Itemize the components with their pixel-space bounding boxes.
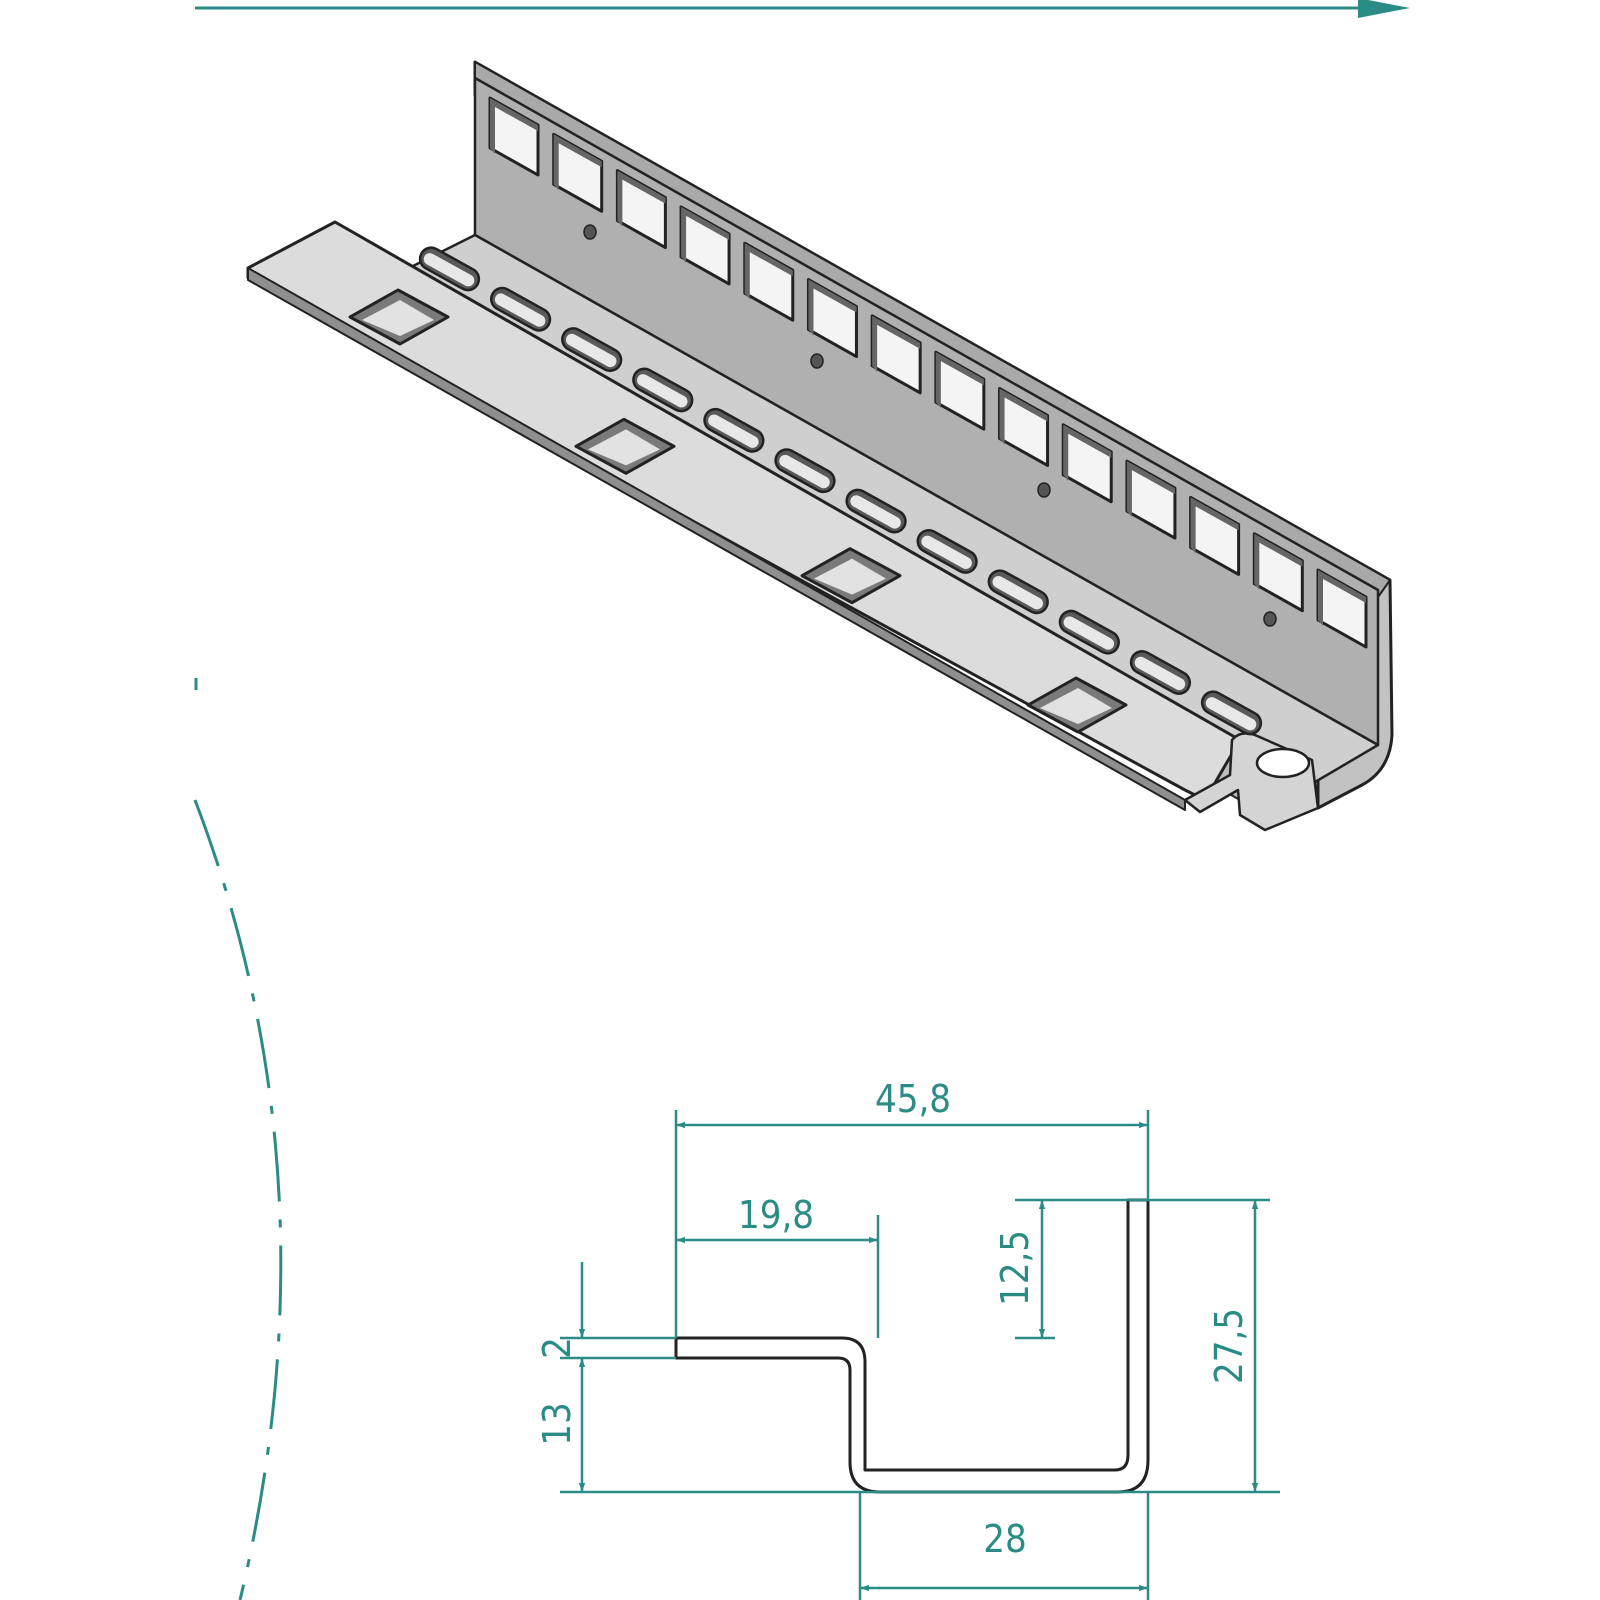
square-hole	[998, 386, 1050, 467]
square-hole	[552, 132, 604, 213]
pin-hole	[1263, 611, 1277, 627]
slot	[489, 286, 552, 332]
square-hole	[870, 314, 922, 395]
profile-outline	[674, 1198, 1150, 1494]
front-square-hole	[800, 547, 902, 605]
square-hole	[679, 205, 731, 286]
slot	[1200, 690, 1263, 736]
vertical-flange-holes	[488, 96, 1368, 649]
square-hole	[1189, 495, 1241, 576]
dim-step-height: 13	[535, 1402, 579, 1446]
vertical-flange-pin-holes	[583, 224, 1277, 627]
dashed-arc	[193, 799, 283, 1600]
square-hole	[806, 278, 858, 359]
square-hole	[1125, 459, 1177, 540]
square-hole	[1316, 568, 1368, 649]
slot	[703, 407, 765, 453]
square-hole	[1252, 532, 1304, 613]
front-square-hole	[1026, 676, 1128, 734]
pin-hole	[1037, 482, 1051, 498]
slot	[561, 327, 623, 373]
profile-section: 45,8 19,8 12,5 27,5 2 13 28	[535, 1077, 1280, 1600]
dim-overall-width: 45,8	[875, 1077, 951, 1121]
square-hole	[934, 350, 986, 431]
dim-channel-width: 28	[983, 1517, 1027, 1561]
dim-thickness: 2	[535, 1337, 579, 1359]
square-hole	[615, 169, 667, 250]
front-square-hole	[574, 417, 676, 475]
slot	[916, 528, 978, 574]
front-flange-holes	[348, 288, 1128, 734]
square-hole	[1061, 423, 1113, 504]
slot	[632, 367, 694, 413]
isometric-rail-view	[246, 60, 1394, 832]
pin-hole	[583, 224, 597, 240]
slot	[774, 448, 836, 494]
pin-hole	[810, 353, 824, 369]
bottom-slots	[418, 246, 1263, 736]
top-frame-line	[195, 0, 1410, 18]
slot	[1058, 609, 1120, 655]
dim-overall-height: 27,5	[1207, 1308, 1251, 1384]
square-hole	[488, 96, 540, 177]
front-square-hole	[348, 288, 450, 346]
slot	[418, 246, 481, 292]
slot	[987, 569, 1049, 615]
slot	[1129, 650, 1192, 695]
dimension-lines	[578, 1121, 1259, 1592]
slot	[845, 488, 907, 534]
extension-lines	[560, 1110, 1280, 1600]
dim-rear-flange-height: 12,5	[993, 1230, 1037, 1306]
square-hole	[743, 241, 795, 322]
dim-front-flange-width: 19,8	[738, 1193, 814, 1237]
